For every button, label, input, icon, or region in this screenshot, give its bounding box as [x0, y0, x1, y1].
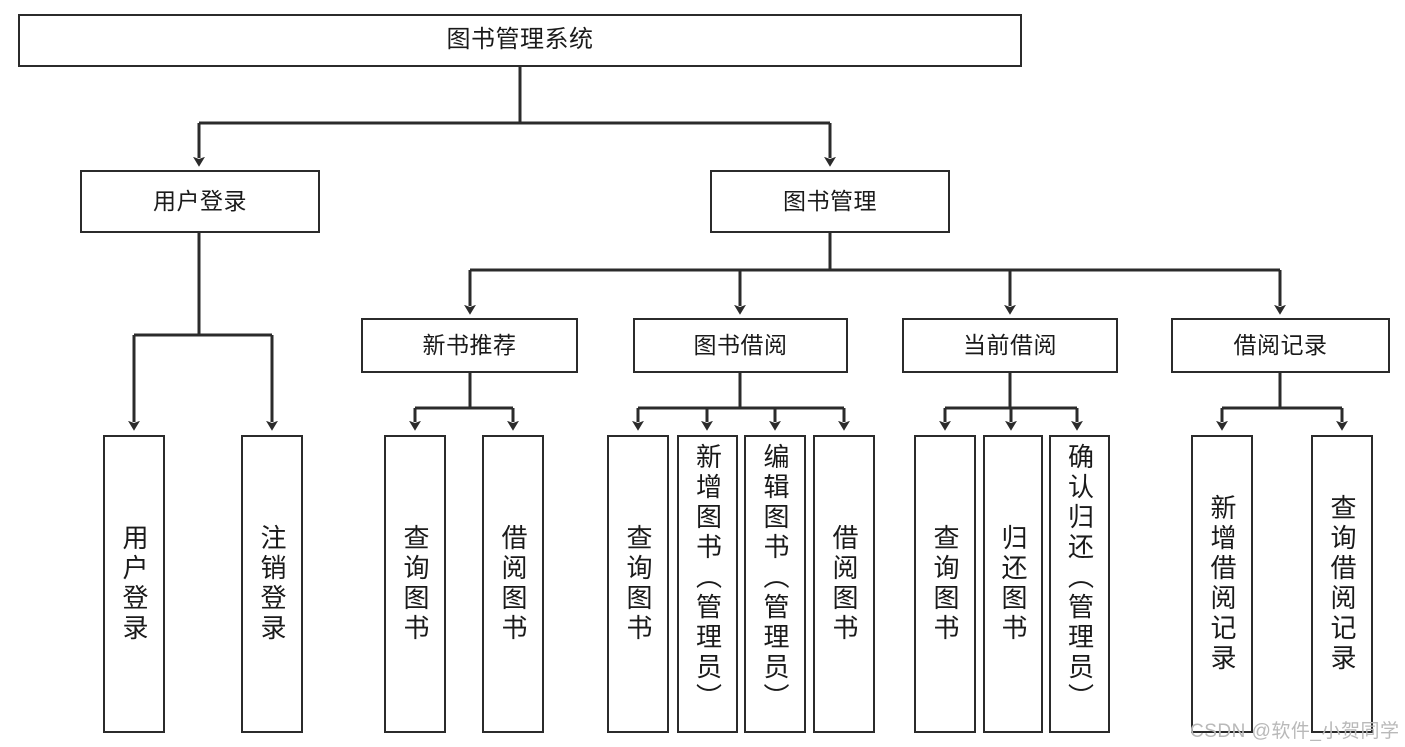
leaf-query-book-borrow-label: 查询图书	[623, 524, 653, 644]
node-borrow-record[interactable]: 借阅记录	[1171, 318, 1390, 373]
leaf-edit-book-admin[interactable]: 编辑图书（管理员）	[744, 435, 806, 733]
leaf-query-borrow-record-label: 查询借阅记录	[1327, 494, 1357, 674]
node-book-management[interactable]: 图书管理	[710, 170, 950, 233]
csdn-watermark: CSDN @软件_小贺同学	[1190, 721, 1400, 742]
leaf-user-login-label: 用户登录	[119, 524, 149, 644]
leaf-return-book[interactable]: 归还图书	[983, 435, 1043, 733]
node-current-borrow-label: 当前借阅	[963, 331, 1057, 358]
leaf-borrow-book-new-label: 借阅图书	[498, 524, 528, 644]
node-user-login-label: 用户登录	[153, 187, 247, 214]
leaf-query-book-new-label: 查询图书	[400, 524, 430, 644]
leaf-add-book-admin-label: 新增图书（管理员）	[692, 443, 723, 713]
leaf-add-book-admin[interactable]: 新增图书（管理员）	[677, 435, 738, 733]
node-new-book-recommend[interactable]: 新书推荐	[361, 318, 578, 373]
leaf-user-login[interactable]: 用户登录	[103, 435, 165, 733]
leaf-query-book-current-label: 查询图书	[930, 524, 960, 644]
leaf-confirm-return-admin-label: 确认归还（管理员）	[1064, 443, 1095, 713]
leaf-borrow-book[interactable]: 借阅图书	[813, 435, 875, 733]
node-user-login[interactable]: 用户登录	[80, 170, 320, 233]
leaf-logout[interactable]: 注销登录	[241, 435, 303, 733]
leaf-edit-book-admin-label: 编辑图书（管理员）	[760, 443, 790, 713]
node-current-borrow[interactable]: 当前借阅	[902, 318, 1118, 373]
node-root[interactable]: 图书管理系统	[18, 14, 1022, 67]
node-book-borrow[interactable]: 图书借阅	[633, 318, 848, 373]
node-book-borrow-label: 图书借阅	[693, 331, 788, 358]
leaf-query-borrow-record[interactable]: 查询借阅记录	[1311, 435, 1373, 733]
leaf-query-book-current[interactable]: 查询图书	[914, 435, 976, 733]
leaf-add-borrow-record-label: 新增借阅记录	[1207, 494, 1237, 674]
node-root-label: 图书管理系统	[446, 26, 594, 54]
node-new-book-recommend-label: 新书推荐	[422, 331, 517, 358]
leaf-logout-label: 注销登录	[257, 524, 287, 644]
leaf-query-book-new[interactable]: 查询图书	[384, 435, 446, 733]
leaf-confirm-return-admin[interactable]: 确认归还（管理员）	[1049, 435, 1110, 733]
leaf-query-book-borrow[interactable]: 查询图书	[607, 435, 669, 733]
node-book-management-label: 图书管理	[783, 187, 877, 214]
node-borrow-record-label: 借阅记录	[1233, 331, 1328, 358]
leaf-add-borrow-record[interactable]: 新增借阅记录	[1191, 435, 1253, 733]
leaf-return-book-label: 归还图书	[998, 524, 1028, 644]
leaf-borrow-book-new[interactable]: 借阅图书	[482, 435, 544, 733]
leaf-borrow-book-label: 借阅图书	[829, 524, 859, 644]
